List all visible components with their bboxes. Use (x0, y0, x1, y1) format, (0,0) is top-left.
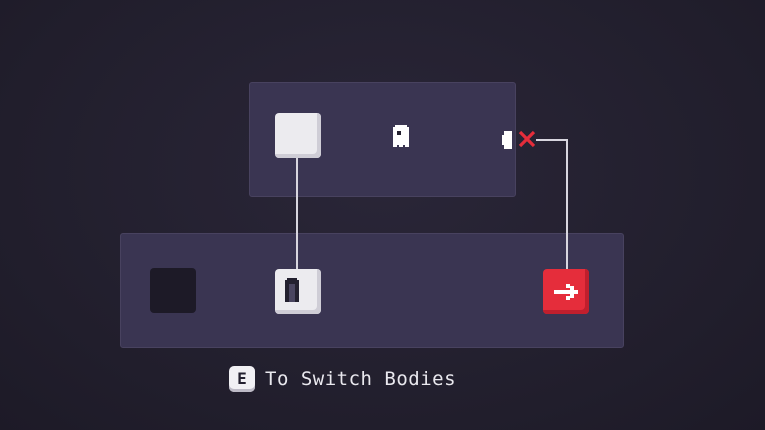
wire-right-vertical (566, 139, 568, 270)
empty-body-slot (150, 268, 196, 313)
exit-tile (543, 269, 589, 314)
switch-block-top (275, 113, 321, 158)
wire-left (296, 157, 298, 270)
hint-text: To Switch Bodies (265, 368, 457, 390)
lower-room (120, 233, 624, 348)
plug-icon (502, 131, 512, 149)
key-e-icon: E (229, 366, 255, 392)
x-icon (518, 130, 536, 148)
ghost-icon (393, 125, 409, 147)
switch-bodies-hint: E To Switch Bodies (229, 366, 456, 392)
wire-right-horizontal (536, 139, 568, 141)
arrow-right-icon (554, 283, 578, 300)
door-icon (285, 278, 299, 302)
